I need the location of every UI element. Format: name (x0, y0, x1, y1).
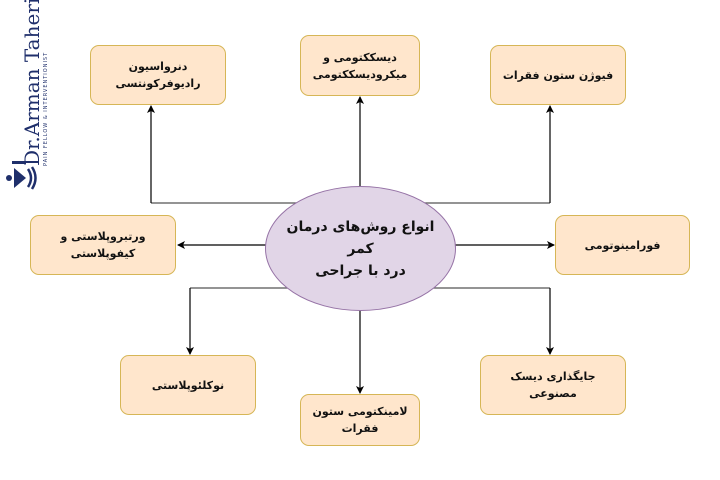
node-label-line2: فقرات (341, 422, 379, 435)
watermark-name: Dr.Arman Taheri (20, 0, 44, 166)
node-label: فورامینوتومی (584, 238, 661, 252)
node-foraminotomy[interactable]: فورامینوتومی (555, 215, 690, 275)
watermark-text: Dr.Arman Taheri PAIN FELLOW & INTERVENTI… (20, 0, 49, 166)
node-label: ورتبروپلاستی و کیفوپلاستی (60, 230, 146, 260)
node-discectomy[interactable]: دیسککتومی و میکرودیسککتومی (300, 35, 420, 96)
center-title-line1: انواع روش‌های درمان کمر (286, 218, 435, 257)
node-radiofrequency-denervation[interactable]: دنرواسیون رادیوفرکونتسی (90, 45, 226, 105)
node-nucleoplasty[interactable]: نوکلئوپلاستی (120, 355, 256, 415)
node-label: دنرواسیون رادیوفرکونتسی (115, 60, 201, 90)
node-laminectomy[interactable]: لامینکتومی ستون فقرات (300, 394, 420, 446)
center-node[interactable]: انواع روش‌های درمان کمر درد با جراحی (265, 186, 456, 311)
node-spinal-fusion[interactable]: فیوژن ستون فقرات (490, 45, 626, 105)
node-label-line1: دیسککتومی و (323, 50, 397, 64)
logo-emblem-icon (6, 161, 37, 190)
node-label-line1: لامینکتومی ستون (312, 405, 408, 418)
center-title-line2: درد با جراحی (315, 262, 406, 279)
node-artificial-disc-replacement[interactable]: جایگذاری دیسک مصنوعی (480, 355, 626, 415)
node-vertebroplasty-kyphoplasty[interactable]: ورتبروپلاستی و کیفوپلاستی (30, 215, 176, 275)
node-label: جایگذاری دیسک مصنوعی (510, 370, 596, 400)
node-label-line2: میکرودیسککتومی (312, 67, 408, 81)
node-label: فیوژن ستون فقرات (502, 68, 614, 82)
watermark-logo: Dr.Arman Taheri PAIN FELLOW & INTERVENTI… (0, 0, 49, 200)
node-label: نوکلئوپلاستی (151, 378, 225, 392)
